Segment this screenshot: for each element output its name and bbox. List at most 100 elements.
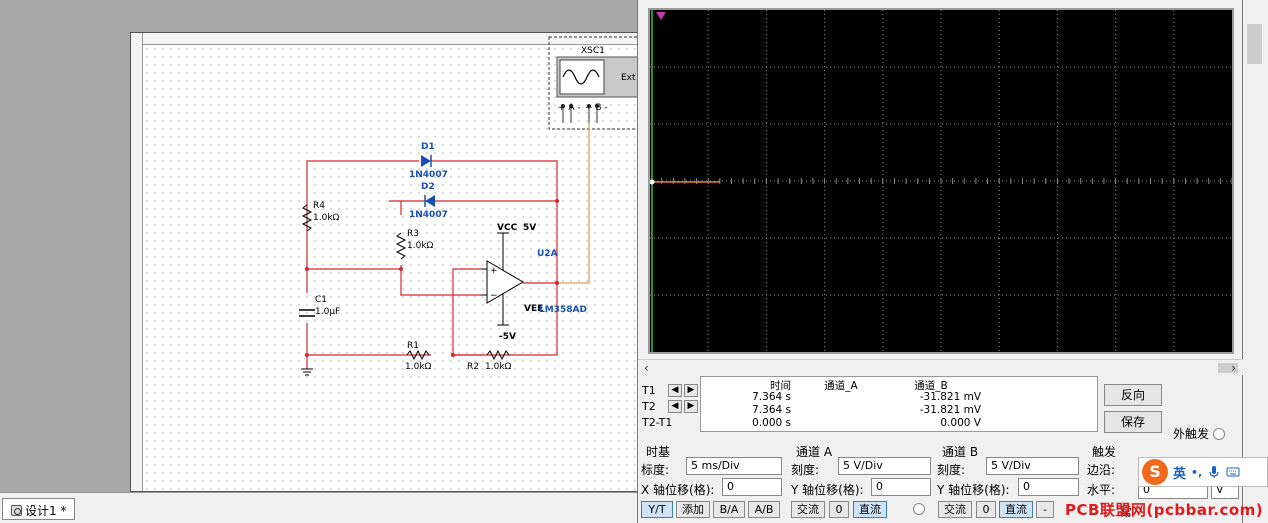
vcc-value: 5V — [523, 223, 536, 233]
trigger-level-label: 水平: — [1087, 483, 1116, 497]
ime-punct[interactable]: •, — [1191, 465, 1203, 479]
ime-mode[interactable]: 英 — [1173, 466, 1187, 482]
r1-ref: R1 — [407, 341, 419, 351]
ext-trigger-radio[interactable] — [1213, 427, 1226, 440]
t1-label: T1 — [642, 383, 656, 397]
tab-design1[interactable]: 设计1 * — [2, 498, 76, 520]
channel-a-title: 通道 A — [796, 445, 833, 459]
scroll-left-icon[interactable]: ‹ — [644, 361, 649, 375]
cursor-controls: T1 ◀ ▶ T2 ◀ ▶ T2-T1 — [642, 382, 702, 430]
t2-left-arrow-icon[interactable]: ◀ — [668, 399, 682, 413]
svg-text:+: + — [490, 266, 498, 276]
diode-d1[interactable]: D1 1N4007 — [409, 142, 448, 180]
channel-b-scale-field[interactable]: 5 V/Div — [986, 457, 1079, 475]
channel-b-ypos-label: Y 轴位移(格): — [937, 483, 1010, 497]
resistor-r4[interactable]: R4 1.0kΩ — [301, 201, 340, 232]
t1-left-arrow-icon[interactable]: ◀ — [668, 383, 682, 397]
schematic-canvas[interactable]: XSC1 Ext Trig + A - + B - — [130, 32, 641, 492]
channel-a-radio[interactable] — [913, 503, 925, 515]
cursor-t2-marker-icon[interactable] — [656, 12, 666, 20]
t2-right-arrow-icon[interactable]: ▶ — [684, 399, 698, 413]
channel-b-neg-button[interactable]: - — [1036, 501, 1054, 518]
scope-horizontal-scrollbar[interactable]: ‹ › — [638, 359, 1244, 375]
sogou-logo-icon[interactable]: S — [1142, 459, 1168, 485]
resistor-r2[interactable]: R2 1.0kΩ — [467, 349, 512, 372]
channel-b-scale-label: 刻度: — [937, 463, 966, 477]
circuit-wires[interactable] — [306, 160, 558, 369]
opamp-u2a[interactable]: + − VCC 5V VEE -5V U2A LM358AD — [481, 223, 587, 342]
mode-yt-button[interactable]: Y/T — [641, 501, 673, 518]
measurement-readout: 时间 通道_A 通道_B 7.364 s -31.821 mV 7.364 s … — [700, 376, 1098, 432]
timebase-xpos-label: X 轴位移(格): — [641, 483, 715, 497]
channel-b-title: 通道 B — [942, 445, 979, 459]
mode-add-button[interactable]: 添加 — [676, 501, 710, 518]
r4-value: 1.0kΩ — [313, 213, 340, 223]
trigger-title: 触发 — [1092, 445, 1117, 459]
cursor-readout-panel: T1 ◀ ▶ T2 ◀ ▶ T2-T1 时间 通道_A 通道_B — [642, 376, 1098, 432]
vee-label: VEE — [524, 304, 543, 314]
right-scroll-thumb[interactable] — [1247, 24, 1262, 64]
ime-toolbar[interactable]: S 英 •, — [1138, 457, 1268, 487]
capacitor-c1[interactable]: C1 1.0µF — [299, 295, 340, 317]
channel-b-dc-button[interactable]: 直流 — [999, 501, 1033, 518]
readout-row-diff: 0.000 s 0.000 V — [701, 417, 1097, 430]
trace-marker — [649, 179, 655, 185]
t2-t1-label: T2-T1 — [642, 415, 673, 429]
scope-display[interactable] — [648, 8, 1234, 354]
timebase-title: 时基 — [646, 445, 671, 459]
scope-grid — [649, 10, 1233, 352]
channel-b-zero-button[interactable]: 0 — [976, 501, 996, 518]
d2-ref: D2 — [421, 182, 435, 192]
channel-a-ac-button[interactable]: 交流 — [791, 501, 825, 518]
timebase-scale-field[interactable]: 5 ms/Div — [686, 457, 782, 475]
cursor-t1-row: T1 ◀ ▶ — [642, 382, 702, 398]
probe-wire[interactable] — [557, 123, 590, 284]
diff-time: 0.000 s — [752, 417, 791, 429]
dot-grid — [143, 45, 639, 491]
timebase-scale-label: 标度: — [641, 463, 670, 477]
svg-text:+ B -: + B - — [585, 103, 608, 113]
channel-a-ypos-label: Y 轴位移(格): — [791, 483, 864, 497]
mode-ba-button[interactable]: B/A — [713, 501, 745, 518]
channel-a-zero-button[interactable]: 0 — [829, 501, 849, 518]
r1-value: 1.0kΩ — [405, 362, 432, 372]
ext-trigger-label: 外触发 — [1173, 427, 1210, 441]
external-trigger[interactable]: 外触发 — [1173, 425, 1226, 442]
microphone-icon[interactable] — [1207, 465, 1221, 479]
right-scrollbar[interactable] — [1243, 0, 1268, 523]
t1-right-arrow-icon[interactable]: ▶ — [684, 383, 698, 397]
trigger-edge-label: 边沿: — [1087, 463, 1116, 477]
resistor-r1[interactable]: R1 1.0kΩ — [405, 341, 432, 372]
scope-instrument-xsc1[interactable]: XSC1 Ext Trig + A - + B - — [548, 36, 641, 130]
channel-b-ypos-field[interactable]: 0 — [1018, 478, 1079, 496]
opamp-ref: U2A — [537, 249, 558, 259]
scroll-thumb[interactable] — [1218, 363, 1238, 373]
channel-a-ypos-field[interactable]: 0 — [871, 478, 931, 496]
save-button[interactable]: 保存 — [1104, 411, 1162, 433]
design-icon — [11, 505, 22, 516]
channel-b-ac-button[interactable]: 交流 — [938, 501, 972, 518]
readout-row-t1: 7.364 s -31.821 mV — [701, 391, 1097, 404]
mode-ab-button[interactable]: A/B — [748, 501, 780, 518]
diff-chb: 0.000 V — [940, 417, 981, 429]
scroll-right-icon[interactable]: › — [1231, 361, 1236, 375]
ground-symbol — [301, 368, 313, 376]
resistor-r3[interactable]: R3 1.0kΩ — [395, 229, 434, 260]
oscilloscope-window: ‹ › T1 ◀ ▶ T2 ◀ ▶ T2-T1 — [637, 0, 1244, 523]
diode-d2[interactable]: D2 1N4007 — [409, 182, 448, 220]
r2-ref: R2 — [467, 362, 479, 372]
col-channel-b: 通道_B — [914, 380, 948, 392]
c1-ref: C1 — [315, 295, 327, 305]
channel-a-scale-field[interactable]: 5 V/Div — [838, 457, 931, 475]
timebase-xpos-field[interactable]: 0 — [722, 478, 782, 496]
col-time: 时间 — [770, 380, 791, 392]
channel-a-scale-label: 刻度: — [791, 463, 820, 477]
r2-value: 1.0kΩ — [485, 362, 512, 372]
cursor-diff-row: T2-T1 — [642, 414, 702, 430]
circuit-schematic: XSC1 Ext Trig + A - + B - — [299, 36, 641, 376]
reverse-button[interactable]: 反向 — [1104, 384, 1162, 406]
document-tab-bar: 设计1 * — [0, 492, 640, 523]
channel-a-dc-button[interactable]: 直流 — [853, 501, 887, 518]
keyboard-icon[interactable] — [1226, 465, 1240, 479]
t2-chb: -31.821 mV — [919, 404, 981, 416]
